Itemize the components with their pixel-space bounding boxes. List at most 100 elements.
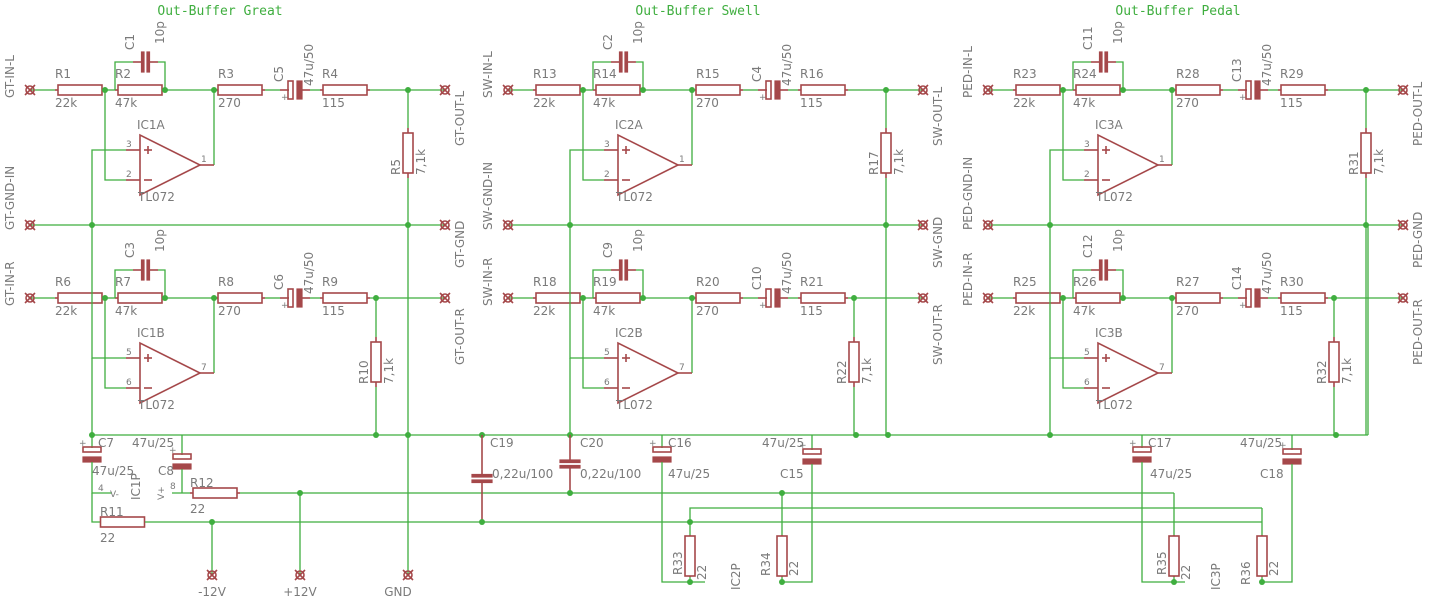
resistor-input-designator: R18	[533, 275, 557, 289]
terminal-out-l[interactable]	[917, 84, 929, 96]
r35-value: 22	[1179, 565, 1193, 580]
terminal-gnd[interactable]	[917, 219, 929, 231]
resistor-load-value: 7,1k	[1372, 149, 1386, 175]
resistor-feedback	[115, 292, 165, 304]
terminal-gnd-in[interactable]	[502, 219, 514, 231]
wire	[582, 298, 604, 389]
terminal-gnd-in[interactable]	[24, 219, 36, 231]
terminal-gnd[interactable]	[1397, 219, 1409, 231]
pin-number: 2	[604, 170, 610, 180]
terminal-in-r[interactable]	[24, 292, 36, 304]
wire	[1072, 61, 1091, 90]
net-label-gnd-in: PED-GND-IN	[961, 157, 975, 230]
resistor-feedback	[593, 84, 643, 96]
junction-dot	[1169, 87, 1175, 93]
capacitor-output-designator: C13	[1230, 58, 1244, 82]
pin-number: 3	[1084, 140, 1090, 150]
capacitor-c20	[559, 435, 581, 493]
c17-value: 47u/25	[1150, 467, 1192, 481]
wire	[158, 269, 166, 298]
terminal-gnd[interactable]	[439, 219, 451, 231]
resistor-series	[320, 292, 370, 304]
resistor-output	[693, 84, 743, 96]
resistor-load	[848, 337, 860, 387]
junction-dot	[1060, 87, 1066, 93]
resistor-r35	[1168, 535, 1180, 577]
op-amp-designator: IC1B	[137, 326, 165, 340]
resistor-feedback-designator: R7	[115, 275, 131, 289]
capacitor-feedback-designator: C12	[1081, 234, 1095, 258]
capacitor-output-designator: C6	[272, 274, 286, 290]
junction-dot	[297, 490, 303, 496]
pin-number: 1	[679, 155, 685, 165]
ic2p-designator: IC2P	[729, 563, 743, 590]
terminal-out-r[interactable]	[1397, 292, 1409, 304]
resistor-series	[320, 84, 370, 96]
resistor-input-designator: R25	[1013, 275, 1037, 289]
junction-dot	[162, 295, 168, 301]
resistor-r34	[776, 535, 788, 577]
resistor-feedback	[1073, 292, 1123, 304]
terminal-out-l[interactable]	[1397, 84, 1409, 96]
terminal-neg12[interactable]	[206, 569, 218, 581]
terminal-out-r[interactable]	[439, 292, 451, 304]
wire	[158, 61, 166, 90]
resistor-output-designator: R8	[218, 275, 234, 289]
terminal-in-r[interactable]	[502, 292, 514, 304]
terminal-in-r[interactable]	[982, 292, 994, 304]
resistor-input	[1013, 292, 1063, 304]
svg-text:+: +	[759, 301, 767, 311]
terminal-out-l[interactable]	[439, 84, 451, 96]
pin-number: 8	[170, 482, 176, 492]
resistor-output	[215, 84, 265, 96]
resistor-r36	[1256, 535, 1268, 577]
supply-label-neg12: -12V	[198, 585, 227, 599]
terminal-gnd[interactable]	[402, 569, 414, 581]
terminal-in-l[interactable]	[502, 84, 514, 96]
junction-dot	[567, 222, 573, 228]
terminal-pos12[interactable]	[294, 569, 306, 581]
c16-designator: C16	[668, 436, 692, 450]
wire	[1062, 90, 1084, 181]
resistor-feedback	[115, 84, 165, 96]
resistor-output	[1173, 84, 1223, 96]
resistor-input-value: 22k	[55, 96, 77, 110]
resistor-input	[55, 84, 105, 96]
terminal-gnd-in[interactable]	[982, 219, 994, 231]
junction-dot	[580, 295, 586, 301]
resistor-output-value: 270	[218, 304, 241, 318]
wire	[636, 61, 644, 90]
capacitor-output-designator: C10	[750, 266, 764, 290]
net-label-gnd: GT-GND	[453, 221, 467, 268]
resistor-input-designator: R13	[533, 67, 557, 81]
c16-value: 47u/25	[668, 467, 710, 481]
svg-text:+: +	[169, 446, 177, 456]
resistor-output-designator: R27	[1176, 275, 1200, 289]
junction-dot	[883, 87, 889, 93]
svg-text:+: +	[79, 439, 87, 449]
pin-number: 1	[1159, 155, 1165, 165]
junction-dot	[885, 432, 891, 438]
wire	[91, 225, 126, 359]
terminal-out-r[interactable]	[917, 292, 929, 304]
resistor-feedback	[1073, 84, 1123, 96]
net-label-out-r: GT-OUT-R	[453, 308, 467, 365]
wire	[1049, 149, 1084, 225]
junction-dot	[1331, 295, 1337, 301]
op-amp-value: TL072	[137, 190, 175, 204]
pin-number: 5	[1084, 348, 1090, 358]
junction-dot	[1120, 87, 1126, 93]
resistor-feedback-value: 47k	[1073, 96, 1095, 110]
terminal-in-l[interactable]	[24, 84, 36, 96]
resistor-input-value: 22k	[533, 304, 555, 318]
capacitor-feedback	[133, 51, 158, 73]
resistor-r11	[99, 516, 146, 528]
junction-dot	[1047, 432, 1053, 438]
capacitor-feedback	[611, 259, 636, 281]
capacitor-feedback	[1091, 259, 1116, 281]
r36-designator: R36	[1239, 561, 1253, 585]
terminal-in-l[interactable]	[982, 84, 994, 96]
wire	[1141, 462, 1185, 583]
net-label-gnd-in: SW-GND-IN	[481, 162, 495, 230]
capacitor-feedback-value: 10p	[1111, 21, 1125, 44]
